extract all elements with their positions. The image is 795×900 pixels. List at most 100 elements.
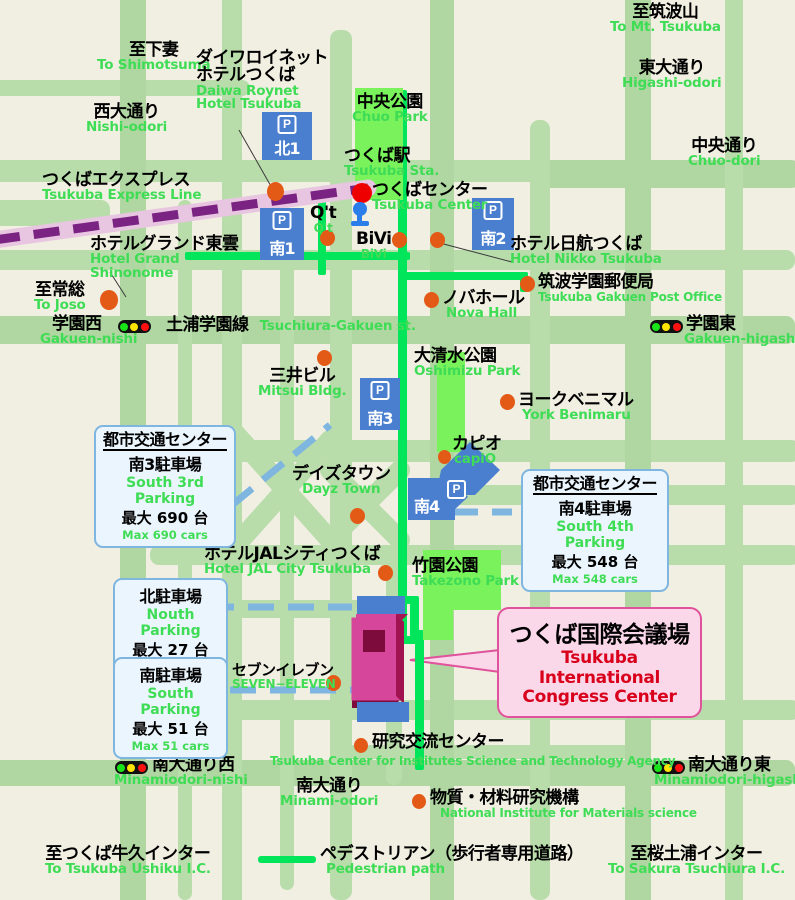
label-post-office: 筑波学園郵便局 Tsukuba Gakuen Post Office bbox=[538, 272, 722, 305]
poi-dot-jal-city bbox=[378, 565, 393, 581]
label-to-mt-tsukuba: 至筑波山 To Mt. Tsukuba bbox=[610, 2, 721, 36]
pedestrian-path-v-main bbox=[398, 90, 407, 640]
road-h-top bbox=[0, 200, 110, 226]
callout-title-jp: つくば国際会議場 bbox=[509, 622, 691, 648]
parking-sign-label: 南3 bbox=[367, 409, 393, 428]
poi-dot-qt bbox=[320, 230, 335, 246]
label-hotel-jal-city: ホテルJALシティつくば Hotel JAL City Tsukuba bbox=[204, 544, 381, 578]
traffic-light-gakuen-nishi bbox=[118, 320, 151, 333]
label-minamiodori-nishi: 南大通り西 Minamiodori-nishi bbox=[114, 755, 248, 789]
label-park-chuo: 中央公園 Chuo Park bbox=[352, 92, 428, 126]
parking-info-name-en: Nouth Parking bbox=[140, 607, 201, 639]
parking-info-heading: 都市交通センター bbox=[102, 430, 228, 451]
parking-sign-label: 北1 bbox=[274, 139, 300, 158]
poi-dot-nikko bbox=[430, 232, 445, 248]
traffic-light-minamiodori-nishi bbox=[115, 761, 148, 774]
label-research-center: 研究交流センター bbox=[372, 732, 505, 752]
parking-info-max-jp: 最大 690 台 bbox=[121, 508, 209, 527]
station-marker-tsukuba-center bbox=[352, 183, 372, 203]
poi-dot-daiwa-roynet bbox=[267, 182, 284, 201]
label-road-higashi-odori: 東大通り Higashi-odori bbox=[622, 58, 722, 92]
poi-dot-seven-eleven bbox=[326, 675, 341, 691]
parking-info-heading: 都市交通センター bbox=[532, 474, 658, 495]
poi-dot-dayz-town bbox=[350, 508, 365, 524]
parking-sign-minami-1[interactable]: P 南1 bbox=[260, 208, 304, 260]
parking-info-name-jp: 南3駐車場 bbox=[128, 454, 202, 474]
label-to-tsukuba-ushiku-ic: 至つくば牛久インター To Tsukuba Ushiku I.C. bbox=[45, 844, 211, 878]
parking-info-name-jp: 南駐車場 bbox=[139, 666, 202, 685]
parking-info-south-3rd: 都市交通センター 南3駐車場 South 3rd Parking 最大 690 … bbox=[94, 425, 236, 548]
parking-p-icon: P bbox=[483, 201, 503, 220]
pedestrian-path-v-main-2 bbox=[415, 630, 424, 770]
parking-info-max-jp: 最大 51 台 bbox=[132, 720, 209, 738]
poi-dot-bivi bbox=[392, 232, 407, 248]
road-higashi-odori bbox=[625, 0, 651, 900]
parking-info-max-jp: 最大 548 台 bbox=[551, 552, 639, 571]
label-mitsui-bldg: 三井ビル Mitsui Bldg. bbox=[258, 366, 347, 400]
parking-info-name-en: South 4th Parking bbox=[556, 518, 634, 551]
parking-p-icon: P bbox=[447, 480, 466, 499]
legend-pedestrian-line bbox=[258, 856, 316, 863]
parking-info-max-en: Max 548 cars bbox=[552, 571, 638, 586]
label-hotel-nikko: ホテル日航つくば Hotel Nikko Tsukuba bbox=[510, 234, 662, 268]
callout-title-en-line1: Tsukuba International bbox=[538, 648, 661, 688]
label-road-nishi-odori: 西大通り Nishi-odori bbox=[86, 102, 168, 136]
road-v-7 bbox=[725, 0, 743, 900]
poi-dot-post-office bbox=[520, 276, 535, 292]
poi-dot-york-benimaru bbox=[500, 394, 515, 410]
parking-info-name-en: South 3rd Parking bbox=[126, 474, 204, 507]
road-chuo-dori-h bbox=[540, 160, 795, 188]
label-to-joso: 至常総 To Joso bbox=[34, 280, 86, 314]
parking-info-max-en: Max 690 cars bbox=[122, 527, 208, 542]
poi-dot-capio bbox=[438, 450, 451, 464]
label-capio: カピオ capiO bbox=[452, 434, 502, 468]
parking-p-icon: P bbox=[370, 381, 390, 400]
label-dayz-town: デイズタウン Dayz Town bbox=[292, 464, 391, 498]
label-gakuen-nishi: 学園西 Gakuen-nishi bbox=[40, 314, 138, 348]
label-park-oshimizu: 大清水公園 Oshimizu Park bbox=[414, 346, 521, 380]
label-to-sakura-tsuchiura-ic: 至桜土浦インター To Sakura Tsuchiura I.C. bbox=[608, 844, 786, 878]
label-park-takezono: 竹園公園 Takezono Park bbox=[412, 556, 519, 590]
label-seven-eleven: セブンイレブン SEVEN−ELEVEN bbox=[232, 661, 336, 692]
parking-info-name-en: South Parking bbox=[140, 686, 201, 718]
label-road-chuo-dori: 中央通り Chuo-dori bbox=[688, 136, 761, 170]
parking-sign-minami-4[interactable]: P 南4 bbox=[408, 478, 470, 520]
poi-dot-nims bbox=[412, 794, 426, 809]
parking-info-south: 南駐車場 South Parking 最大 51 台 Max 51 cars bbox=[113, 657, 228, 759]
label-qt: Q't Q't bbox=[310, 203, 337, 236]
callout-title-en-line2: Congress Center bbox=[522, 687, 677, 708]
label-road-tsuchiura-gakuen: 土浦学園線 Tsuchiura-Gakuen st. bbox=[166, 315, 416, 335]
parking-sign-label: 南1 bbox=[269, 239, 295, 258]
park-takezono-2 bbox=[423, 600, 453, 640]
parking-p-icon: P bbox=[277, 115, 297, 134]
poi-dot-mitsui bbox=[317, 350, 332, 366]
label-tsukuba-center: つくばセンター Tsukuba Center bbox=[372, 180, 488, 214]
label-tsukuba-station: つくば駅 Tsukuba Sta. bbox=[344, 146, 440, 180]
legend-pedestrian: ペデストリアン（歩行者専用道路） Pedestrian path bbox=[320, 844, 584, 878]
label-gakuen-higashi: 学園東 Gakuen-higashi bbox=[684, 314, 795, 348]
park-oshimizu bbox=[437, 352, 465, 452]
label-nims: 物質・材料研究機構 National Institute for Materia… bbox=[430, 788, 697, 821]
pedestrian-path-h-2 bbox=[398, 272, 528, 280]
label-minamiodori-higashi: 南大通り東 Minamiodori-higashi bbox=[654, 755, 795, 789]
parking-sign-minami-2[interactable]: P 南2 bbox=[472, 198, 514, 250]
parking-sign-kita-1[interactable]: P 北1 bbox=[262, 112, 312, 160]
label-nova-hall: ノバホール Nova Hall bbox=[442, 288, 525, 322]
road-v-9 bbox=[280, 250, 294, 890]
parking-sign-minami-3[interactable]: P 南3 bbox=[360, 378, 400, 430]
road-h-9 bbox=[330, 745, 630, 759]
traffic-light-gakuen-higashi bbox=[650, 320, 683, 333]
parking-info-name-jp: 南4駐車場 bbox=[558, 498, 632, 518]
parking-sign-label: 南4 bbox=[414, 497, 440, 516]
label-to-shimotsuma: 至下妻 To Shimotsuma bbox=[97, 40, 211, 74]
label-tsukuba-express: つくばエクスプレス Tsukuba Express Line bbox=[42, 170, 202, 204]
label-research-center-en: Tsukuba Center for Institutes Science an… bbox=[270, 754, 676, 768]
pedestrian-path-curve bbox=[410, 596, 419, 642]
pedestrian-path-jog-2 bbox=[398, 596, 418, 604]
parking-p-icon: P bbox=[272, 211, 292, 230]
poi-dot-shinonome bbox=[100, 290, 118, 310]
label-york-benimaru: ヨークベニマル York Benimaru bbox=[518, 390, 634, 424]
parking-info-max-jp: 最大 27 台 bbox=[132, 641, 209, 659]
label-hotel-grand-shinonome: ホテルグランド東雲 Hotel Grand Shinonome bbox=[90, 234, 239, 282]
